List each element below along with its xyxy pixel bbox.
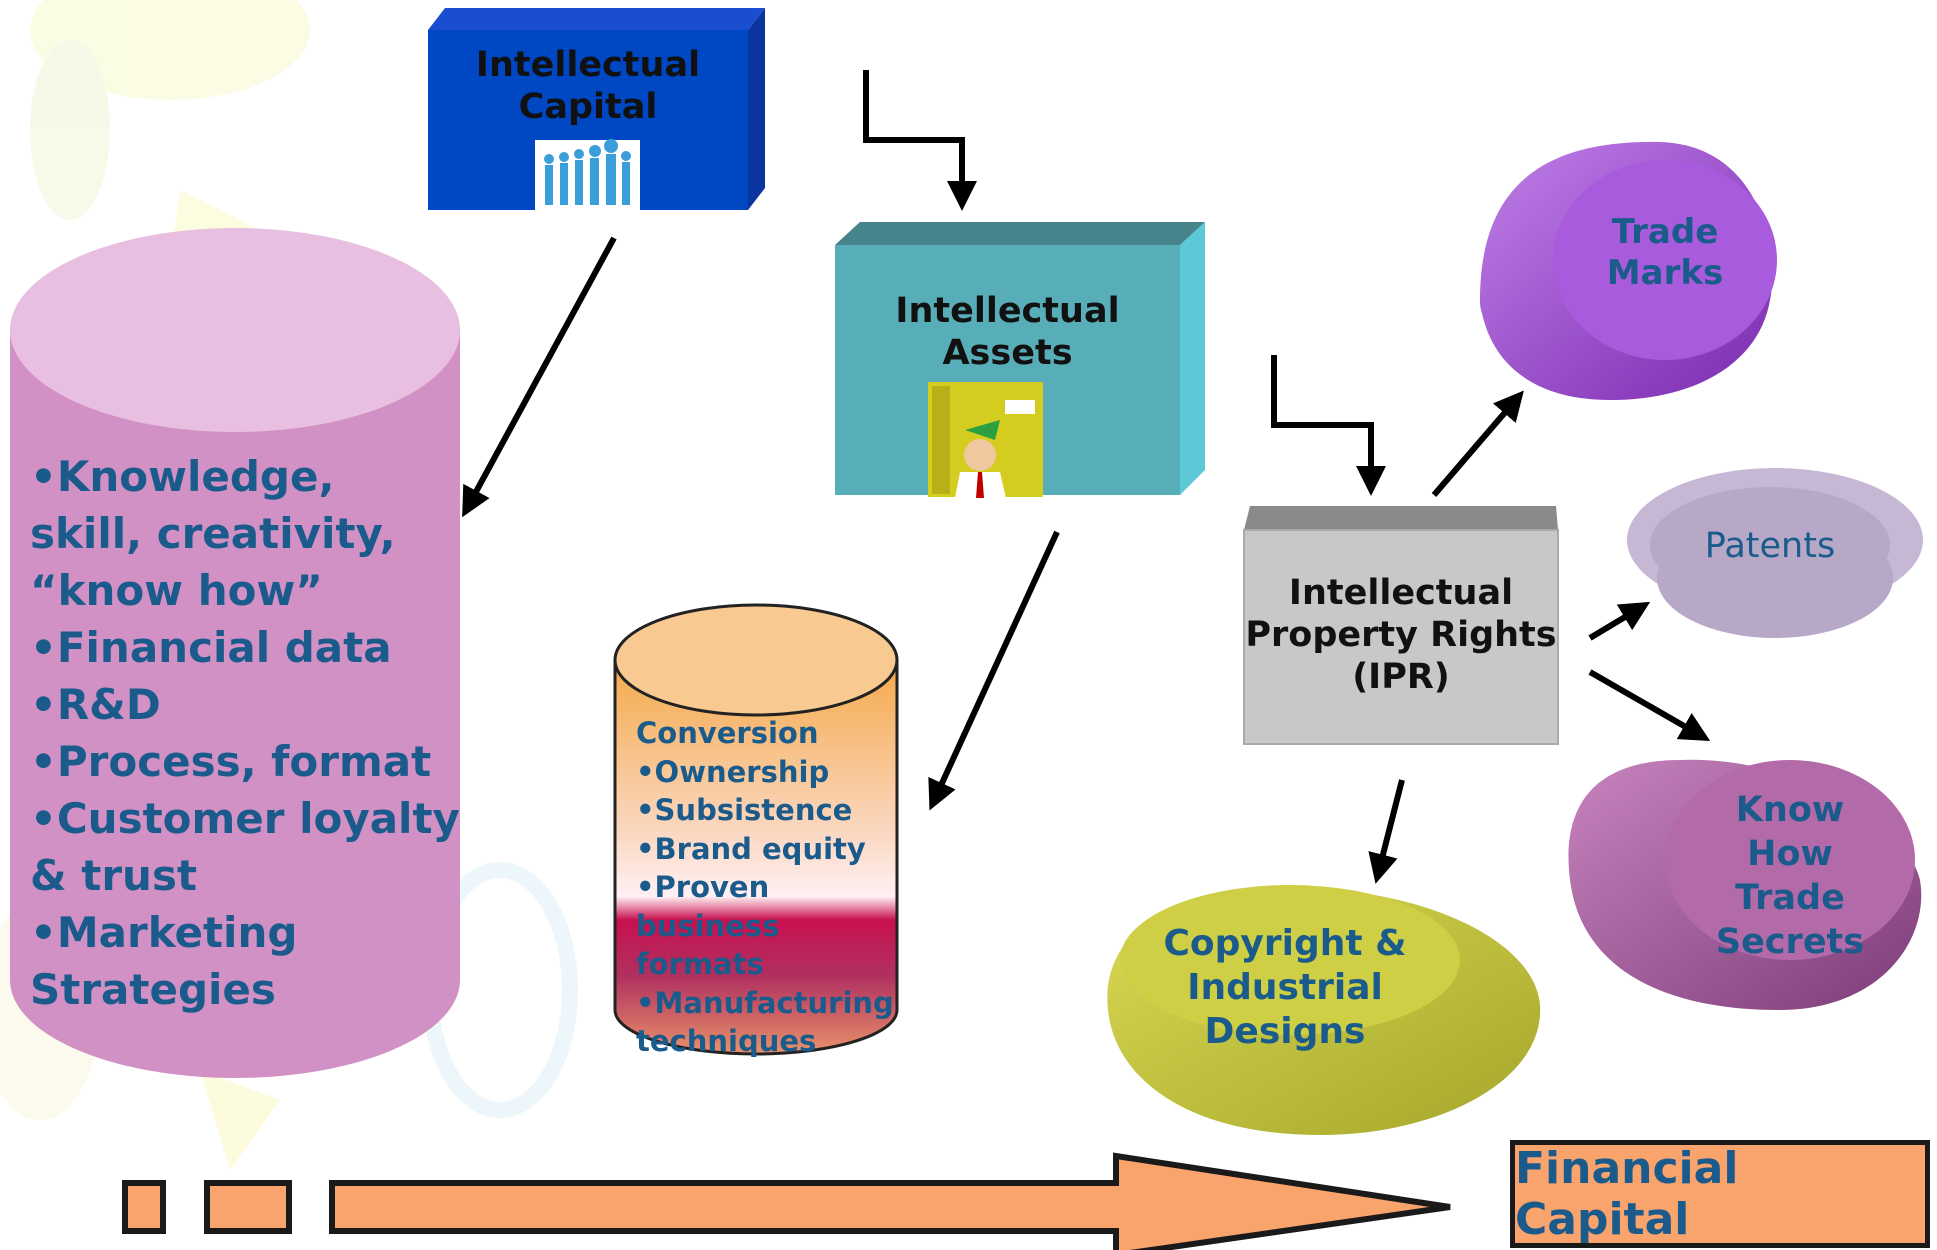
know-how-disc — [1568, 759, 1922, 1010]
knowledge-list: •Knowledge, skill, creativity, “know how… — [30, 448, 460, 1018]
arrow-ipr-to-trademarks — [1431, 390, 1524, 497]
intellectual-assets-box — [835, 222, 1205, 498]
knowledge-item: •R&D — [30, 680, 161, 729]
arrow-ipr-to-copyright — [1368, 779, 1405, 884]
big-arrow — [329, 1152, 1451, 1250]
intellectual-capital-label: Intellectual Capital — [475, 45, 701, 127]
knowledge-item: •Knowledge, skill, creativity, “know how… — [30, 452, 396, 615]
flow-square-1 — [122, 1180, 166, 1234]
patents-disc — [1627, 468, 1923, 638]
intellectual-assets-label: Intellectual Assets — [895, 291, 1120, 373]
arrow-assets-to-conversion — [928, 530, 1060, 811]
ipr-label: Intellectual Property Rights (IPR) — [1245, 573, 1557, 697]
conversion-item: •Ownership — [636, 754, 830, 789]
trade-marks-label: Trade Marks — [1606, 212, 1724, 293]
intellectual-capital-box — [428, 8, 765, 216]
arrow-capital-to-assets — [863, 70, 977, 211]
conversion-item: Conversion — [636, 716, 819, 750]
copyright-label: Copyright & Industrial Designs — [1163, 923, 1407, 1052]
arrow-capital-to-knowledge — [462, 236, 617, 518]
arrow-ipr-to-patents — [1588, 601, 1651, 641]
flow-square-2 — [204, 1180, 292, 1234]
ipr-box — [1243, 506, 1559, 745]
conversion-item: •Subsistence — [636, 793, 853, 827]
financial-capital-label: Financial Capital — [1515, 1143, 1739, 1245]
flow-arrows — [462, 70, 1711, 884]
conversion-item: •Proven business formats — [636, 870, 780, 981]
trade-marks-disc — [1480, 141, 1777, 400]
conversion-item: •Manufacturing techniques — [636, 985, 894, 1059]
patents-label: Patents — [1704, 526, 1836, 566]
arrow-assets-to-ipr — [1271, 355, 1386, 496]
knowledge-item: •Customer loyalty & trust — [30, 794, 460, 900]
know-how-label: Know How Trade Secrets — [1715, 790, 1865, 962]
knowledge-item: •Financial data — [30, 623, 392, 672]
bottom-flow — [122, 1152, 1451, 1250]
conversion-cylinder — [613, 603, 899, 1056]
conversion-item: •Brand equity — [636, 831, 866, 866]
conversion-list: Conversion •Ownership •Subsistence •Bran… — [636, 714, 896, 1061]
money-man-icon — [932, 386, 1035, 498]
knowledge-item: •Process, format — [30, 737, 432, 786]
knowledge-item: •Marketing Strategies — [30, 908, 298, 1014]
arrow-ipr-to-knowhow — [1588, 669, 1711, 741]
people-icon — [544, 139, 631, 205]
copyright-disc — [1107, 885, 1541, 1135]
financial-capital-box: Financial Capital — [1510, 1140, 1930, 1248]
knowledge-cylinder — [10, 228, 460, 1078]
